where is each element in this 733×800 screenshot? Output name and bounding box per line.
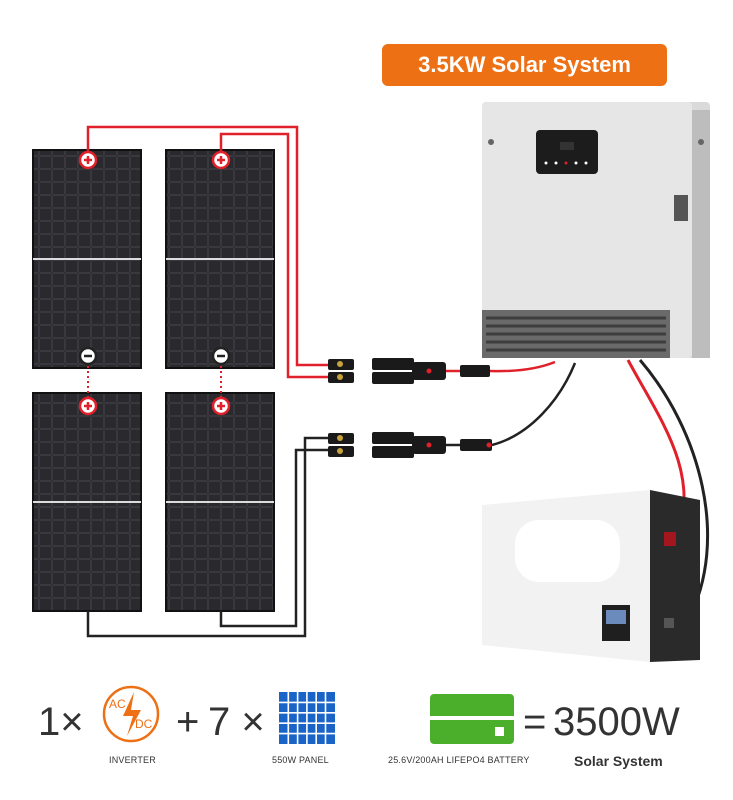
equals-sign: = — [523, 700, 547, 744]
wiring-diagram — [32, 102, 710, 662]
title-badge: 3.5KW Solar System — [382, 44, 667, 86]
inverter-count: 1× — [38, 700, 84, 744]
panel-count: 7 × — [208, 700, 265, 744]
svg-text:DC: DC — [135, 717, 153, 731]
system-label: Solar System — [574, 753, 663, 769]
pv-negative-cable — [491, 362, 577, 447]
inverter-label: INVERTER — [109, 755, 156, 765]
battery-label: 25.6V/200AH LIFEPO4 BATTERY — [388, 755, 530, 765]
inverter-display-panel — [536, 130, 598, 174]
positive-y-connector — [328, 358, 490, 384]
plus-sign: + — [176, 700, 200, 744]
total-power: 3500W — [553, 700, 680, 744]
positive-wires — [86, 125, 330, 379]
solar-panel-bottom-right — [165, 392, 275, 612]
panel-label: 550W PANEL — [272, 755, 329, 765]
positive-terminal-icon — [211, 150, 231, 170]
positive-terminal-icon — [78, 150, 98, 170]
negative-y-connector — [328, 432, 492, 458]
solar-panel-top-right — [165, 149, 275, 369]
title-text: 3.5KW Solar System — [418, 52, 631, 77]
positive-terminal-icon — [78, 396, 98, 416]
battery-negative-cable — [638, 359, 710, 621]
negative-terminal-icon — [211, 346, 231, 366]
solar-panel-icon — [279, 692, 335, 744]
pv-positive-cable — [489, 360, 556, 373]
solar-panel-top-left — [32, 149, 142, 369]
ac-dc-inverter-icon: AC DC — [102, 685, 160, 743]
negative-wires — [86, 436, 330, 638]
solar-panel-bottom-left — [32, 392, 142, 612]
svg-text:AC: AC — [109, 697, 126, 711]
positive-terminal-icon — [211, 396, 231, 416]
battery-unit — [482, 490, 700, 662]
inverter-unit — [482, 102, 710, 358]
negative-terminal-icon — [78, 346, 98, 366]
system-equation: 1× AC DC + 7 × = 3500W INVERTER 550W PAN… — [0, 675, 733, 800]
battery-icon — [430, 694, 514, 744]
